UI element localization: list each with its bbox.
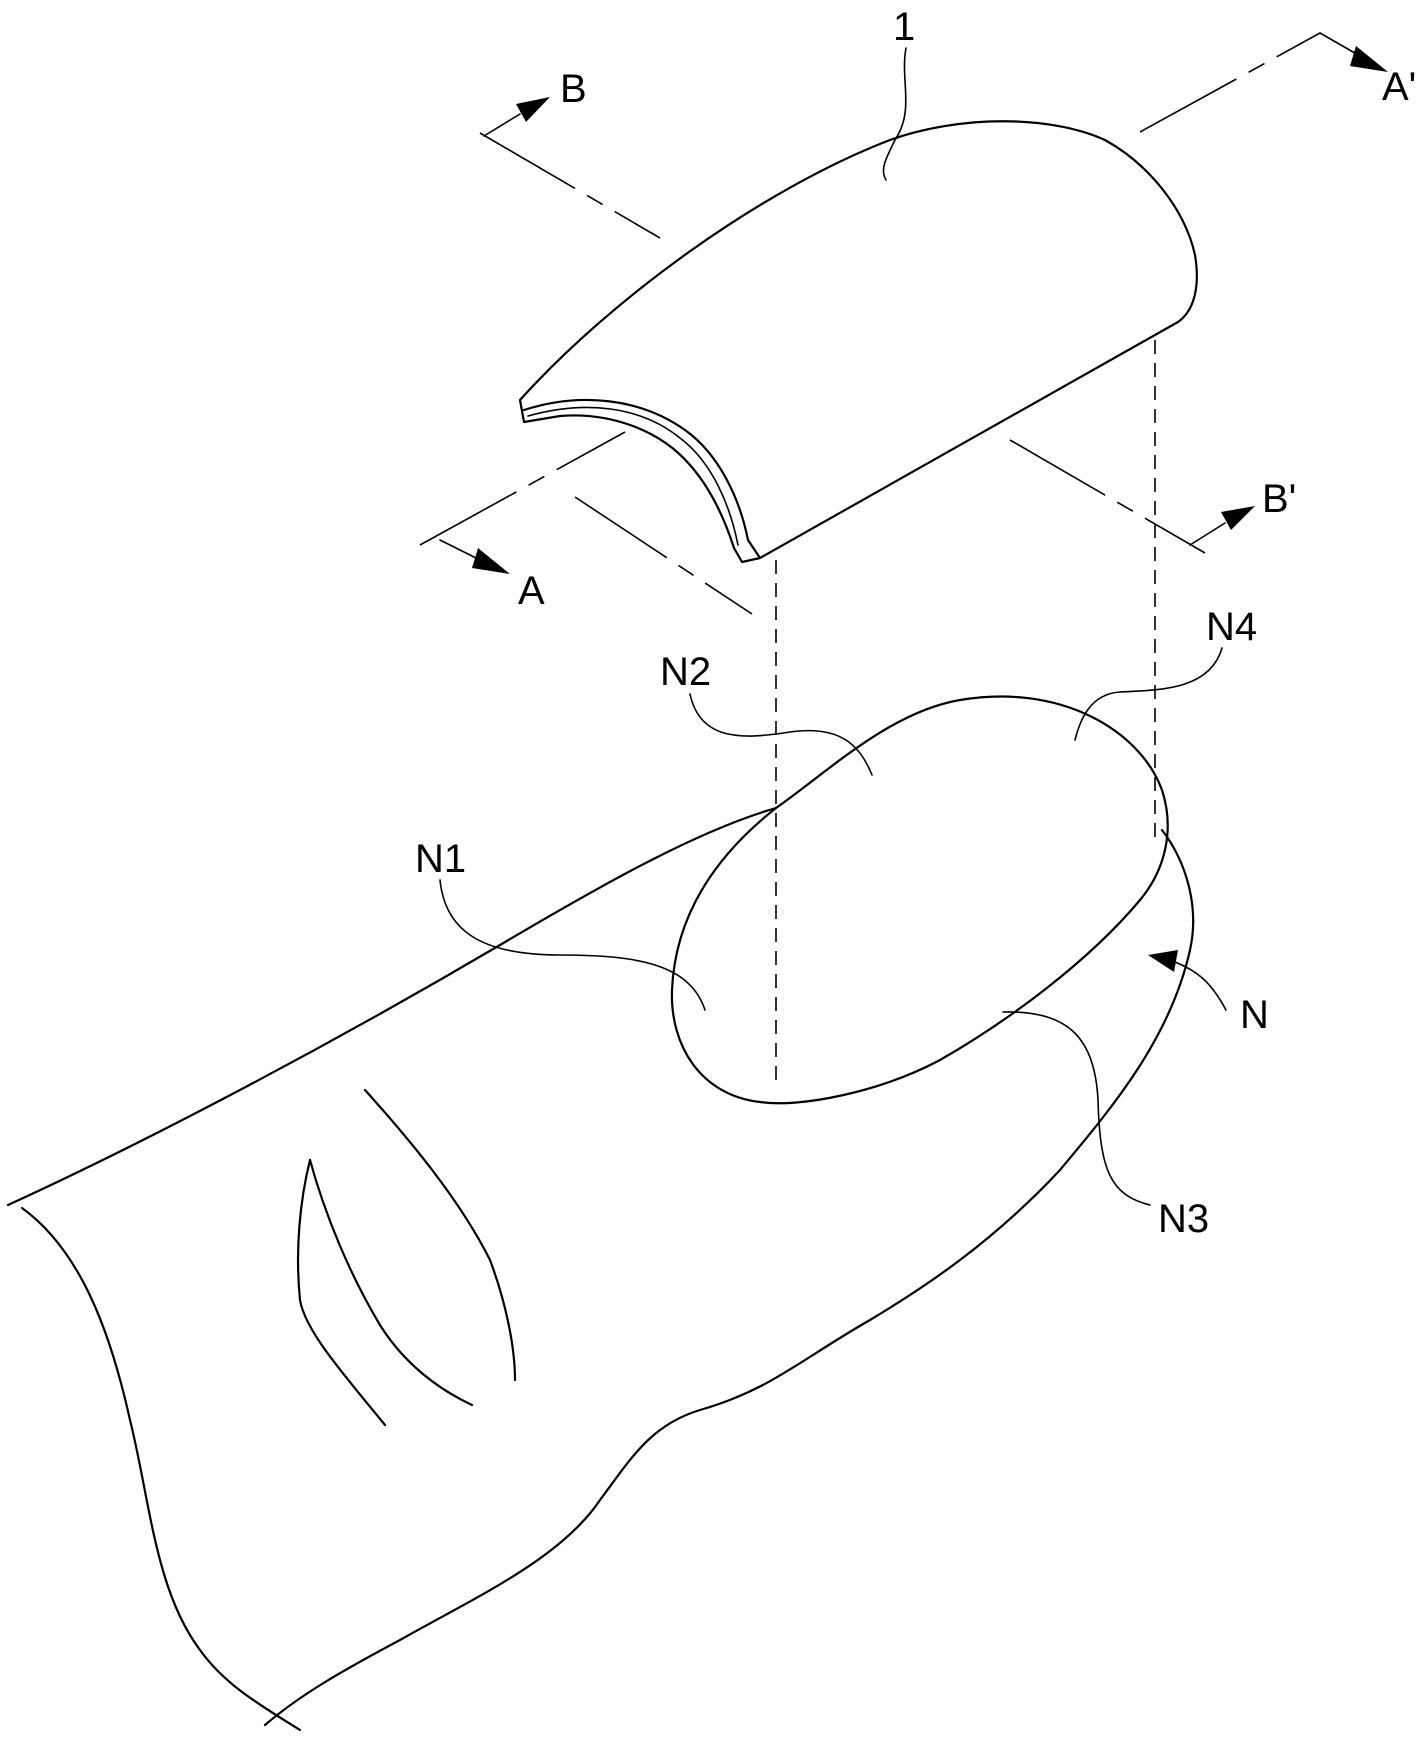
section-b-prime-arrowhead bbox=[1221, 506, 1255, 530]
leader-n2 bbox=[689, 693, 873, 776]
finger-tip-contour bbox=[263, 828, 1195, 1727]
nail-tip-thickness-edge-inner bbox=[527, 406, 739, 546]
section-b-line-mid bbox=[574, 496, 753, 615]
leader-n3 bbox=[1002, 1011, 1151, 1206]
label-n1: N1 bbox=[415, 837, 466, 881]
leader-n4 bbox=[1074, 647, 1223, 741]
section-b-prime-arrow-shaft bbox=[1189, 522, 1226, 546]
finger-crease-2 bbox=[308, 1158, 474, 1407]
finger-crease-3 bbox=[363, 1088, 517, 1382]
reference-1: 1 bbox=[882, 5, 915, 181]
nail-tip-outline bbox=[518, 120, 1198, 564]
finger-bottom-contour bbox=[20, 1206, 302, 1732]
section-b-arrow-shaft bbox=[483, 113, 521, 137]
finger-crease-1 bbox=[296, 1158, 387, 1427]
section-b-arrowhead bbox=[516, 97, 550, 122]
label-b-prime: B' bbox=[1262, 477, 1296, 521]
nail-tip-corner-edge bbox=[746, 538, 762, 560]
finger-top-contour bbox=[6, 806, 778, 1207]
section-a-prime-arrowhead bbox=[1350, 46, 1388, 72]
section-a-line-right bbox=[1139, 32, 1321, 133]
nail-labels: N4 N2 N1 N3 N bbox=[415, 605, 1269, 1241]
leader-1 bbox=[882, 47, 907, 181]
artificial-nail-tip bbox=[518, 120, 1198, 564]
projection-lines bbox=[775, 340, 1156, 1082]
label-n4: N4 bbox=[1206, 605, 1257, 649]
label-1: 1 bbox=[893, 5, 915, 49]
section-b-line-bottom bbox=[1009, 439, 1206, 554]
section-a-prime-arrow-shaft bbox=[1319, 32, 1361, 57]
leader-n bbox=[1174, 961, 1227, 1011]
finger bbox=[6, 695, 1195, 1732]
natural-nail-plate bbox=[670, 695, 1169, 1105]
section-b-line-top bbox=[479, 132, 661, 239]
nail-arrowhead bbox=[1148, 950, 1178, 972]
section-a-arrowhead bbox=[472, 548, 510, 574]
label-n2: N2 bbox=[660, 650, 711, 694]
nail-tip-thickness-edge-outer bbox=[522, 398, 750, 542]
label-a-prime: A' bbox=[1382, 65, 1416, 109]
label-n3: N3 bbox=[1158, 1197, 1209, 1241]
section-a-line-left bbox=[419, 431, 626, 546]
leader-n1 bbox=[439, 879, 706, 1011]
section-line-b: B B' bbox=[479, 67, 1296, 615]
section-line-a: A A' bbox=[419, 32, 1416, 613]
section-a-arrow-shaft bbox=[439, 539, 481, 561]
label-b: B bbox=[560, 67, 587, 111]
label-n: N bbox=[1240, 993, 1269, 1037]
label-a: A bbox=[518, 569, 545, 613]
